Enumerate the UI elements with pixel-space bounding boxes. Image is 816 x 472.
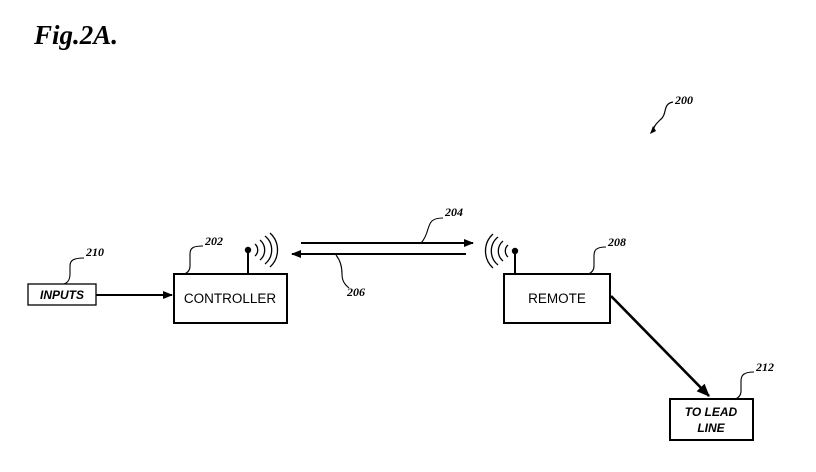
controller-block: CONTROLLER xyxy=(173,273,288,324)
remote-label: REMOTE xyxy=(528,291,586,306)
remote-wireless-waves-icon xyxy=(484,233,509,269)
controller-wireless-waves-icon xyxy=(254,232,279,268)
controller-label: CONTROLLER xyxy=(184,291,277,306)
ref-remote-label: 208 xyxy=(607,235,626,249)
inputs-label: INPUTS xyxy=(40,288,84,302)
ref-controller-leader xyxy=(183,245,204,275)
ref-system-arrowhead xyxy=(650,126,656,134)
ref-uplink-label: 204 xyxy=(444,205,463,219)
ref-lead-line-leader xyxy=(734,371,755,400)
ref-downlink-leader xyxy=(335,254,350,289)
ref-lead-line-label: 212 xyxy=(755,360,774,374)
inputs-block: INPUTS xyxy=(27,283,97,306)
remote-block: REMOTE xyxy=(503,273,611,324)
ref-uplink-leader xyxy=(420,217,444,244)
ref-controller-label: 202 xyxy=(204,234,223,248)
figure-title: Fig.2A. xyxy=(33,20,118,50)
remote-to-lead-line-arrow xyxy=(610,295,710,397)
lead-line-block: TO LEAD LINE xyxy=(669,398,754,441)
lead-line-label-line2: LINE xyxy=(697,421,725,435)
remote-antenna-icon xyxy=(511,247,519,274)
ref-system-label: 200 xyxy=(674,93,693,107)
ref-inputs-leader xyxy=(63,257,85,285)
ref-inputs-label: 210 xyxy=(85,245,104,259)
lead-line-label-line1: TO LEAD xyxy=(685,405,738,419)
ref-downlink-label: 206 xyxy=(346,285,365,299)
ref-system-leader xyxy=(652,101,674,132)
ref-remote-leader xyxy=(587,246,607,275)
controller-antenna-icon xyxy=(244,246,252,274)
